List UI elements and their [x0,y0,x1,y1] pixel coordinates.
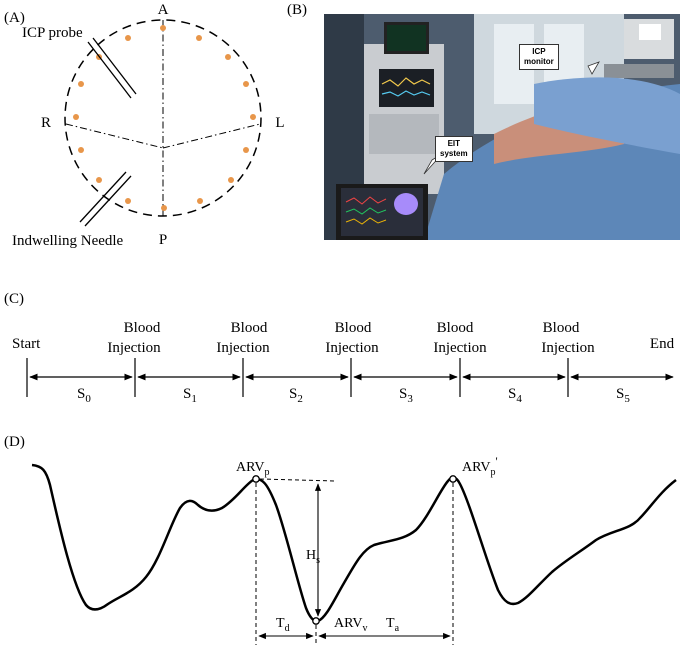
event-label-line2: Injection [216,340,270,356]
electrode [78,81,84,87]
eit-callout-line1: EIT [447,139,461,148]
event-label-line2: Injection [541,340,595,356]
td-label: Td [276,616,290,634]
panel-d-label: (D) [4,434,25,450]
orientation-right: R [41,115,51,131]
needle-label: Indwelling Needle [12,233,124,249]
event-label-line2: Injection [107,340,161,356]
indwelling-needle [79,171,132,227]
icp-probe-label: ICP probe [22,25,83,41]
peak2-marker [449,475,457,483]
event-label-line1: Blood [124,320,161,336]
electrode [228,177,234,183]
icp-callout-line1: ICP [532,47,546,56]
electrode [197,198,203,204]
electrode [96,177,102,183]
hs-label: Hs [306,548,320,566]
eit-callout-line2: system [440,149,468,158]
clinical-setup-photo: ICP monitor EIT system [324,14,680,240]
stage-label: S1 [183,386,197,405]
electrode [243,81,249,87]
stage-dividers [26,358,569,397]
orientation-anterior: A [158,2,169,18]
electrode [250,114,256,120]
orientation-posterior: P [159,232,167,248]
electrode-group [73,25,256,211]
orientation-left: L [275,115,284,131]
stage-labels: S0 S1 S2 S3 S4 S5 [77,386,630,405]
peak2-label: ARVp' [462,454,498,478]
stage-label: S3 [399,386,413,405]
start-label: Start [12,336,41,352]
event-label-line1: Blood [437,320,474,336]
electrode [243,147,249,153]
panel-b-label: (B) [287,2,307,18]
end-label: End [650,336,675,352]
valley-label: ARVv [334,616,367,634]
left-line [162,123,261,149]
stage-label: S0 [77,386,91,405]
electrode [161,205,167,211]
right-line [65,123,164,149]
electrode [196,35,202,41]
stage-label: S4 [508,386,522,405]
electrode [73,114,79,120]
electrode [225,54,231,60]
event-label-line2: Injection [325,340,379,356]
photo-illustration [324,14,680,240]
electrode [160,25,166,31]
event-label-line1: Blood [543,320,580,336]
panel-a-label: (A) [4,10,25,26]
event-label-line1: Blood [335,320,372,336]
ta-label: Ta [386,616,400,634]
arv-waveform [31,463,677,623]
icp-probe [87,37,137,99]
electrode [78,147,84,153]
peak-marker [252,475,260,483]
electrode [125,35,131,41]
icp-monitor-callout: ICP monitor [519,44,559,70]
event-label-line1: Blood [231,320,268,336]
event-labels: Blood Injection Blood Injection Blood In… [107,320,595,356]
stage-label: S5 [616,386,630,405]
stage-label: S2 [289,386,303,405]
icp-callout-line2: monitor [524,57,554,66]
peak-label: ARVp [236,460,269,478]
head-outline [64,19,262,217]
electrode [125,198,131,204]
valley-marker [312,617,320,625]
guide-lines [255,478,454,645]
eit-system-callout: EIT system [435,136,473,162]
event-label-line2: Injection [433,340,487,356]
panel-c-label: (C) [4,291,24,307]
